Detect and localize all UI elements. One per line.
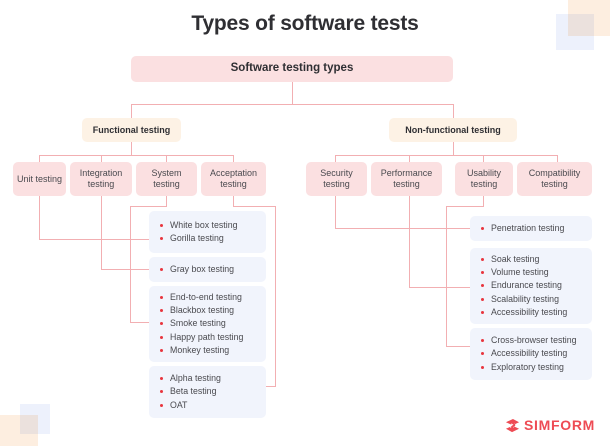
connector-security-vertical [335, 196, 336, 228]
list-box-performance-testing[interactable]: Soak testing Volume testing Endurance te… [470, 248, 592, 324]
connector-system-jog [130, 206, 167, 207]
list-item: Volume testing [480, 266, 584, 279]
connector-functional-stem [131, 142, 132, 155]
node-leaf-usability-testing[interactable]: Usability testing [455, 162, 513, 196]
connector-branch-drop-nonfunctional [453, 104, 454, 118]
connector-acceptation-horizontal [262, 386, 276, 387]
list-item: OAT [159, 399, 258, 412]
node-leaf-compatibility-testing[interactable]: Compatibility testing [517, 162, 592, 196]
list-items: Cross-browser testing Accessibility test… [480, 334, 584, 374]
connector-branch-drop-functional [131, 104, 132, 118]
list-item: Accessibility testing [480, 306, 584, 319]
connector-nonfunctional-drop-usability [483, 155, 484, 162]
connector-security-horizontal [335, 228, 470, 229]
connector-performance-horizontal [409, 287, 470, 288]
list-box-system-testing[interactable]: End-to-end testing Blackbox testing Smok… [149, 286, 266, 362]
list-item: Endurance testing [480, 279, 584, 292]
list-items: Alpha testing Beta testing OAT [159, 372, 258, 412]
connector-integration-horizontal [101, 269, 149, 270]
list-item: Soak testing [480, 253, 584, 266]
connector-usability-jog [446, 206, 484, 207]
list-item: Scalability testing [480, 293, 584, 306]
page-title: Types of software tests [191, 12, 419, 35]
list-item: End-to-end testing [159, 291, 258, 304]
node-leaf-label: Performance testing [380, 168, 433, 189]
list-item: Happy path testing [159, 331, 258, 344]
connector-functional-drop-system [166, 155, 167, 162]
list-items: Soak testing Volume testing Endurance te… [480, 253, 584, 320]
connector-usability-vertical [446, 206, 447, 346]
list-items: Gray box testing [159, 263, 258, 276]
connector-nonfunctional-stem [453, 142, 454, 155]
connector-integration-vertical [101, 196, 102, 269]
node-leaf-label: Integration testing [79, 168, 123, 189]
node-branch-label: Non-functional testing [405, 124, 501, 135]
list-item: Accessibility testing [480, 347, 584, 360]
decor-square-peach-bottom-left [0, 415, 38, 446]
connector-nonfunctional-drop-compatibility [557, 155, 558, 162]
connector-performance-vertical [409, 196, 410, 287]
node-leaf-label: Usability testing [466, 168, 501, 189]
node-leaf-unit-testing[interactable]: Unit testing [13, 162, 66, 196]
connector-system-horizontal [130, 322, 149, 323]
list-item: Penetration testing [480, 222, 584, 235]
simform-s-mark-icon [505, 418, 520, 433]
list-item: Exploratory testing [480, 361, 584, 374]
list-items: Penetration testing [480, 222, 584, 235]
node-leaf-label: Compatibility testing [528, 168, 581, 189]
connector-nonfunctional-drop-security [335, 155, 336, 162]
list-box-security-testing[interactable]: Penetration testing [470, 216, 592, 241]
connector-unit-horizontal [39, 239, 149, 240]
connector-functional-drop-integration [101, 155, 102, 162]
list-items: White box testing Gorilla testing [159, 219, 258, 246]
node-leaf-performance-testing[interactable]: Performance testing [371, 162, 442, 196]
connector-functional-drop-acceptation [233, 155, 234, 162]
list-item: Beta testing [159, 385, 258, 398]
simform-wordmark: SIMFORM [524, 417, 596, 433]
list-item: Gorilla testing [159, 232, 258, 245]
simform-logo[interactable]: SIMFORM [505, 417, 595, 433]
connector-acceptation-vertical [275, 206, 276, 386]
list-item: Cross-browser testing [480, 334, 584, 347]
connector-branch-bus [131, 104, 454, 105]
list-item: Smoke testing [159, 317, 258, 330]
list-item: Alpha testing [159, 372, 258, 385]
connector-usability-horizontal [446, 346, 470, 347]
node-branch-non-functional-testing[interactable]: Non-functional testing [389, 118, 517, 142]
list-items: End-to-end testing Blackbox testing Smok… [159, 291, 258, 358]
list-item: Blackbox testing [159, 304, 258, 317]
list-box-integration-testing[interactable]: Gray box testing [149, 257, 266, 282]
node-leaf-label: Unit testing [16, 173, 63, 184]
list-item: Monkey testing [159, 344, 258, 357]
node-leaf-security-testing[interactable]: Security testing [306, 162, 367, 196]
connector-nonfunctional-bus [335, 155, 557, 156]
list-item: White box testing [159, 219, 258, 232]
list-box-acceptation-testing[interactable]: Alpha testing Beta testing OAT [149, 366, 266, 418]
connector-functional-drop-unit [39, 155, 40, 162]
node-leaf-system-testing[interactable]: System testing [136, 162, 197, 196]
node-branch-label: Functional testing [92, 124, 171, 135]
list-item: Gray box testing [159, 263, 258, 276]
connector-system-vertical [130, 206, 131, 322]
connector-nonfunctional-drop-performance [409, 155, 410, 162]
connector-functional-bus [39, 155, 234, 156]
decor-square-blue-bottom-left [20, 404, 50, 434]
node-root-label: Software testing types [230, 62, 354, 75]
list-box-unit-testing[interactable]: White box testing Gorilla testing [149, 211, 266, 253]
node-branch-functional-testing[interactable]: Functional testing [82, 118, 181, 142]
node-leaf-label: System testing [151, 168, 182, 189]
connector-usability-stub [483, 196, 484, 206]
connector-acceptation-jog [233, 206, 275, 207]
node-root-software-testing-types[interactable]: Software testing types [131, 56, 453, 82]
node-leaf-label: Acceptation testing [209, 168, 258, 189]
node-leaf-label: Security testing [320, 168, 353, 189]
connector-acceptation-stub [233, 196, 234, 206]
node-leaf-integration-testing[interactable]: Integration testing [70, 162, 132, 196]
connector-unit-vertical [39, 196, 40, 239]
connector-root-stem [292, 82, 293, 104]
connector-system-stub [166, 196, 167, 206]
node-leaf-acceptation-testing[interactable]: Acceptation testing [201, 162, 266, 196]
list-box-usability-testing[interactable]: Cross-browser testing Accessibility test… [470, 328, 592, 380]
